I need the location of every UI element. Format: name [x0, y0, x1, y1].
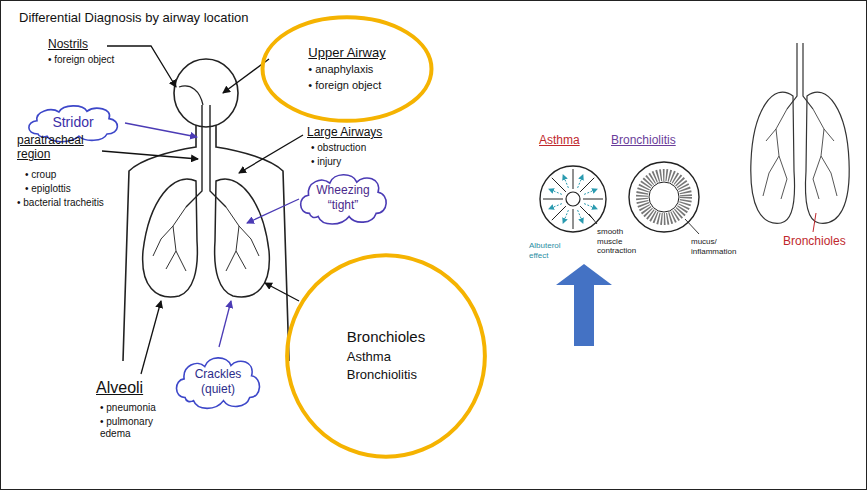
trachea [787, 43, 813, 109]
leader-arrow [141, 301, 161, 374]
albuterol-arrow [578, 210, 583, 223]
leader-line [685, 219, 699, 234]
node-text: Asthma [347, 349, 425, 365]
node-text-group: Stridor [52, 114, 93, 132]
airway-lumen [566, 192, 580, 206]
node-text-group: Upper Airway • anaphylaxis • foreign objec… [308, 45, 385, 93]
leader-line [589, 214, 597, 224]
node-text: • anaphylaxis [308, 63, 385, 77]
head-outline [174, 59, 238, 127]
bronchial-tree [763, 109, 837, 199]
condition-heading: Asthma [539, 133, 580, 147]
annotation: Albuterol effect [529, 241, 575, 260]
airway-cross-section [629, 162, 699, 232]
bullet-item: • obstruction [311, 142, 366, 154]
muscle-spokes [543, 169, 603, 229]
finding-cloud: Wheezing “tight” [295, 168, 392, 229]
cloud-shape [300, 174, 385, 223]
node-heading: Upper Airway [308, 45, 385, 61]
annotation: mucus/ inflammation [691, 237, 747, 256]
leader-arrow [219, 301, 231, 347]
albuterol-arrows [549, 175, 597, 223]
leader-arrow [125, 123, 197, 137]
albuterol-arrow [584, 204, 597, 209]
node-heading: Wheezing “tight” [312, 183, 374, 213]
bullet-item: • injury [311, 156, 341, 168]
leader-arrow [102, 151, 198, 159]
node-text-group: BronchiolesAsthmaBronchiolitis [347, 328, 425, 383]
anatomy-heading: Alveoli [96, 378, 143, 397]
albuterol-arrow [549, 189, 562, 194]
albuterol-arrow [584, 189, 597, 194]
node-heading: Stridor [52, 114, 93, 132]
airway-cross-section [540, 166, 606, 232]
albuterol-arrow [578, 175, 583, 188]
node-text: • foreign object [308, 79, 385, 93]
trachea [186, 105, 226, 207]
bronchial-tree [153, 207, 259, 271]
nasal-passage [179, 86, 203, 105]
slide-title: Differential Diagnosis by airway locatio… [19, 10, 249, 26]
block-arrow [556, 264, 612, 346]
node-heading: Crackles (quiet) [188, 367, 248, 397]
anatomy-heading: paratracheal region [17, 133, 101, 162]
albuterol-arrow [549, 204, 562, 209]
finding-cloud: Crackles (quiet) [171, 351, 265, 413]
node-heading: Bronchioles [347, 328, 425, 347]
anatomy-heading: Nostrils [48, 37, 88, 51]
structure-label: Bronchioles [783, 234, 846, 248]
bullet-item: • pulmonary edema [100, 416, 164, 440]
airway-lumen [649, 182, 679, 212]
bullet-item: • bacterial tracheitis [17, 197, 104, 209]
ellipse-shape [287, 255, 485, 457]
node-text-group: Wheezing “tight” [312, 183, 374, 213]
left-lung [143, 179, 198, 297]
right-lung [215, 179, 270, 297]
left-lung [751, 92, 795, 223]
right-lung [805, 92, 849, 223]
leader-arrow [247, 199, 299, 223]
albuterol-arrow [563, 210, 568, 223]
leader-line [813, 213, 816, 232]
condition-heading: Bronchiolitis [611, 133, 676, 147]
bullet-item: • epiglottis [25, 183, 71, 195]
node-text: Bronchiolitis [347, 367, 425, 383]
region-circle: BronchiolesAsthmaBronchiolitis [283, 251, 489, 461]
leader-arrow [265, 283, 299, 301]
bullet-item: • croup [25, 169, 56, 181]
leader-arrow [239, 135, 303, 173]
node-text-group: Crackles (quiet) [188, 367, 248, 397]
mucus-ring [642, 175, 686, 219]
region-circle: Upper Airway • anaphylaxis • foreign objec… [259, 15, 435, 123]
leader-arrow [107, 46, 176, 87]
anatomy-heading: Large Airways [307, 125, 382, 139]
ellipse-shape [263, 17, 432, 121]
albuterol-arrow [563, 175, 568, 188]
cloud-shape [177, 358, 260, 409]
annotation: smooth muscle contraction [597, 227, 645, 256]
bullet-item: • pneumonia [100, 402, 156, 414]
bullet-item: • foreign object [48, 54, 114, 66]
